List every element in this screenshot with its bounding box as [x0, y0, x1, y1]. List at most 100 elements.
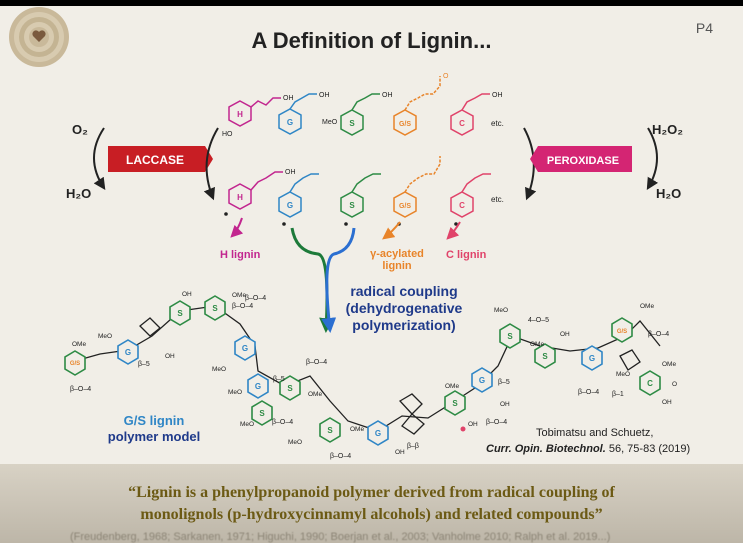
- laccase-banner: [108, 146, 213, 172]
- monomer-h-top: H OH HO: [222, 95, 294, 138]
- svg-text:β–O–4: β–O–4: [306, 359, 327, 366]
- svg-text:OMe: OMe: [72, 341, 86, 348]
- svg-text:OH: OH: [468, 421, 478, 428]
- footer-band: [0, 464, 743, 543]
- lignin-diagram: O₂ H₂O LACCASE PEROXIDASE H₂O₂ H₂O H OH …: [64, 73, 690, 460]
- svg-text:OH: OH: [395, 449, 405, 456]
- svg-text:C: C: [459, 119, 465, 128]
- svg-text:β–O–4: β–O–4: [578, 389, 599, 396]
- coupling-text-3: polymerization): [352, 317, 455, 333]
- svg-text:β–1: β–1: [612, 391, 624, 398]
- page-number: P4: [695, 20, 713, 36]
- monomer-s-top: S OH MeO: [322, 92, 393, 136]
- laccase-label: LACCASE: [126, 153, 184, 167]
- svg-text:C: C: [647, 379, 653, 388]
- svg-text:OMe: OMe: [350, 426, 364, 433]
- svg-text:MeO: MeO: [494, 307, 508, 314]
- coupling-text-1: radical coupling: [350, 283, 457, 299]
- svg-text:G: G: [242, 344, 248, 353]
- svg-text:G/S: G/S: [399, 203, 411, 210]
- svg-text:β–5: β–5: [138, 361, 150, 368]
- svg-text:OMe: OMe: [640, 303, 654, 310]
- svg-text:H: H: [237, 110, 243, 119]
- svg-text:G: G: [479, 376, 485, 385]
- svg-text:β–O–4: β–O–4: [486, 419, 507, 426]
- svg-text:MeO: MeO: [288, 439, 302, 446]
- pointer-dot: [460, 426, 466, 432]
- monomer-g-radical: G: [278, 173, 319, 226]
- svg-text:β–O–4: β–O–4: [232, 303, 253, 310]
- s-coupling-line: [321, 227, 356, 333]
- svg-text:β–5: β–5: [273, 376, 285, 383]
- left-bracket: [203, 127, 219, 201]
- svg-text:β–β: β–β: [407, 443, 419, 450]
- monomer-g-top: G OH: [278, 92, 330, 135]
- polymer-substituents: OMe MeO OH OH OMe MeO MeO OMe MeO MeO OM…: [72, 291, 677, 456]
- svg-text:β–O–4: β–O–4: [272, 419, 293, 426]
- monomer-c-radical: C: [450, 173, 491, 226]
- svg-text:MeO: MeO: [98, 333, 112, 340]
- svg-text:G: G: [255, 382, 261, 391]
- citation-authors: Tobimatsu and Schuetz,: [536, 427, 653, 439]
- svg-text:OMe: OMe: [662, 361, 676, 368]
- svg-text:S: S: [327, 426, 333, 435]
- svg-text:OH: OH: [492, 92, 503, 99]
- quote-line-1: “Lignin is a phenylpropanoid polymer der…: [128, 484, 615, 501]
- svg-text:G: G: [125, 348, 131, 357]
- svg-text:S: S: [349, 119, 355, 128]
- svg-text:G/S: G/S: [399, 121, 411, 128]
- resinol-rings: [139, 317, 641, 435]
- svg-text:G/S: G/S: [70, 361, 80, 367]
- monomer-gs-radical: G/S: [393, 156, 441, 226]
- svg-text:OMe: OMe: [530, 341, 544, 348]
- logo-icon: [9, 7, 69, 67]
- svg-text:MeO: MeO: [212, 366, 226, 373]
- laccase-product: H₂O: [66, 186, 91, 201]
- model-label-2: polymer model: [108, 429, 200, 444]
- svg-text:S: S: [259, 409, 265, 418]
- gamma-acylated-label-1: γ-acylated: [370, 248, 424, 260]
- monomer-c-top: C OH: [450, 92, 503, 136]
- quote-line-2: monolignols (p-hydroxycinnamyl alcohols)…: [140, 506, 603, 523]
- slide: P4 A Definition of Lignin... O₂: [0, 6, 743, 543]
- svg-text:β–O–4: β–O–4: [70, 386, 91, 393]
- svg-text:β–O–4: β–O–4: [330, 453, 351, 460]
- svg-text:MeO: MeO: [322, 119, 338, 126]
- peroxidase-product: H₂O: [656, 186, 681, 201]
- references: (Freudenberg, 1968; Sarkanen, 1971; Higu…: [70, 531, 611, 543]
- laccase-redox-arrow: [93, 127, 106, 190]
- svg-text:S: S: [212, 304, 218, 313]
- svg-text:G: G: [287, 118, 293, 127]
- citation-line: Curr. Opin. Biotechnol. 56, 75-83 (2019): [486, 443, 690, 455]
- svg-text:OH: OH: [560, 331, 570, 338]
- svg-text:O: O: [672, 381, 677, 388]
- svg-text:MeO: MeO: [228, 389, 242, 396]
- svg-text:OH: OH: [500, 401, 510, 408]
- etc-bottom: etc.: [491, 195, 504, 204]
- definition-quote: “Lignin is a phenylpropanoid polymer der…: [40, 482, 703, 526]
- monomer-gs-top: G/S O: [393, 73, 449, 136]
- model-label-1: G/S lignin: [124, 413, 185, 428]
- svg-text:G/S: G/S: [617, 329, 627, 335]
- svg-text:S: S: [287, 384, 293, 393]
- coupling-text-2: (dehydrogenative: [346, 300, 463, 316]
- svg-text:S: S: [542, 352, 548, 361]
- page-title: A Definition of Lignin...: [251, 28, 492, 53]
- svg-text:OH: OH: [182, 291, 192, 298]
- svg-text:G: G: [287, 201, 293, 210]
- svg-text:4–O–5: 4–O–5: [528, 317, 549, 324]
- svg-text:S: S: [452, 399, 458, 408]
- svg-text:G: G: [589, 354, 595, 363]
- h-lignin-label: H lignin: [220, 249, 261, 261]
- svg-text:H: H: [237, 193, 243, 202]
- svg-text:OH: OH: [285, 169, 296, 176]
- svg-text:OMe: OMe: [445, 383, 459, 390]
- svg-text:β–O–4: β–O–4: [245, 295, 266, 302]
- svg-text:OMe: OMe: [232, 292, 246, 299]
- peroxidase-reactant: H₂O₂: [652, 122, 683, 137]
- g-coupling-line: [290, 227, 335, 333]
- svg-text:S: S: [507, 332, 513, 341]
- peroxidase-label: PEROXIDASE: [547, 155, 619, 167]
- c-lignin-label: C lignin: [446, 249, 487, 261]
- svg-text:MeO: MeO: [240, 421, 254, 428]
